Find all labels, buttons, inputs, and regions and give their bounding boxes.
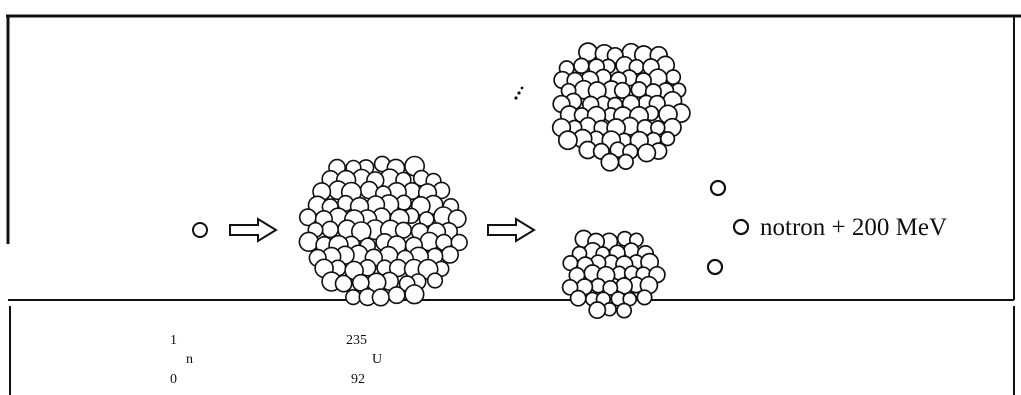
- nucleon: [601, 154, 618, 171]
- nucleon: [322, 221, 338, 237]
- arrow-right-icon: [488, 219, 534, 241]
- nucleon: [372, 289, 389, 306]
- nucleon: [559, 131, 577, 149]
- motion-marks: [514, 87, 523, 100]
- outcome-label: notron + 200 MeV: [760, 214, 947, 241]
- fission-fragment-large-icon: [553, 43, 690, 171]
- arrow-right-icon: [230, 219, 276, 241]
- uranium-nucleus-icon: [299, 156, 467, 305]
- nucleon: [589, 302, 605, 318]
- nucleon: [571, 291, 586, 306]
- neutron-mass-number: 1: [170, 333, 177, 348]
- nucleon: [617, 304, 631, 318]
- nucleon: [638, 144, 655, 161]
- uranium-atomic-number: 92: [351, 372, 365, 387]
- nucleon: [405, 285, 424, 304]
- emitted-neutron-icon: [708, 260, 722, 274]
- nucleon: [336, 276, 352, 292]
- incoming-neutron-icon: [193, 223, 207, 237]
- nucleon: [637, 290, 651, 304]
- neutron-symbol: n: [186, 352, 193, 367]
- nucleon: [428, 273, 443, 288]
- nucleon: [388, 287, 404, 303]
- emitted-neutron-icon: [711, 181, 725, 195]
- neutron-atomic-number: 0: [170, 372, 177, 387]
- nucleon: [346, 290, 361, 305]
- uranium-symbol: U: [372, 352, 382, 367]
- uranium-mass-number: 235: [346, 333, 367, 348]
- frame: [6, 16, 1021, 395]
- nucleon: [619, 155, 634, 170]
- emitted-neutron-icon: [734, 220, 748, 234]
- nucleon: [299, 232, 318, 251]
- nucleon: [442, 246, 459, 263]
- fission-fragment-small-icon: [563, 231, 665, 319]
- nucleon: [666, 70, 680, 84]
